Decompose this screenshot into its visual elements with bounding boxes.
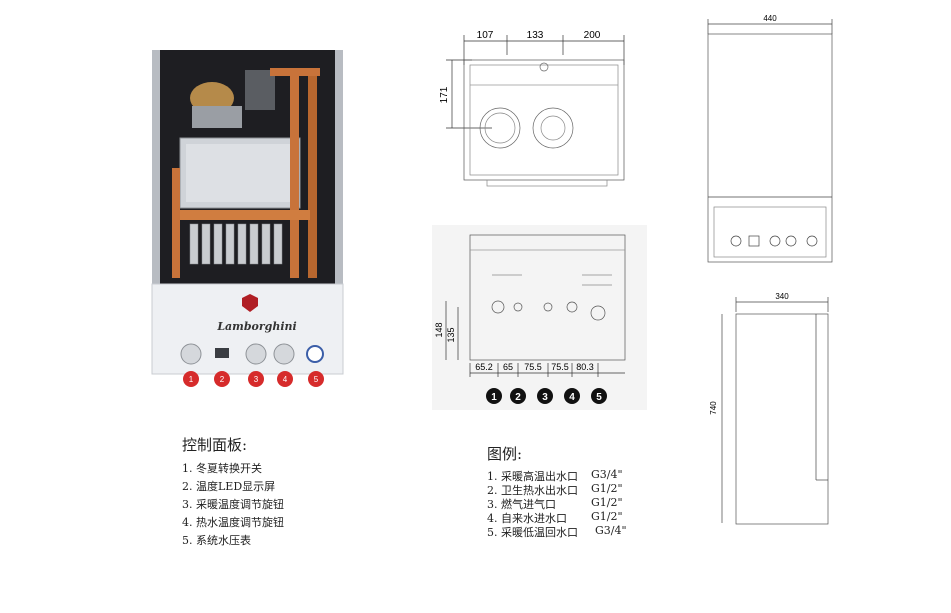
dim-spacing-1: 65.2 [475,362,493,372]
callout-5-label: 5 [314,375,319,384]
pressure-gauge [306,345,324,363]
burner-bars [189,223,283,265]
callout-3-label: 3 [254,375,259,384]
callout-2 [214,371,230,387]
connection-2-label: 2 [515,392,521,403]
legend-item-4-label: 4. 自来水进水口 [487,512,567,525]
control-item-2: 2. 温度LED显示屏 [182,480,276,493]
brand-wordmark: Lamborghini [217,320,297,333]
knob-4 [273,343,295,365]
connection-4-label: 4 [569,392,575,403]
callout-markers: 1 2 3 4 5 [183,371,324,387]
legend-item-2-code: G1/2" [591,482,623,495]
side-outline-drawing: 340 740 [709,292,829,525]
legend-item-4-code: G1/2" [591,510,623,523]
callout-1-label: 1 [189,375,194,384]
knob-1 [180,343,202,365]
knob-3 [245,343,267,365]
callout-4 [277,371,293,387]
connection-markers: 1 2 3 4 5 [486,388,607,404]
dim-top-107: 107 [477,30,494,41]
legend-item-1-code: G3/4" [591,468,623,481]
dim-spacing-4: 75.5 [551,362,569,372]
dim-top-200: 200 [584,30,601,41]
control-item-4: 4. 热水温度调节旋钮 [182,516,284,529]
callout-4-label: 4 [283,375,288,384]
copper-pipe [290,68,299,278]
connection-3-label: 3 [542,392,548,403]
connection-5-label: 5 [596,392,602,403]
control-item-1: 1. 冬夏转换开关 [182,462,262,475]
callout-2-label: 2 [220,375,225,384]
callout-3 [248,371,264,387]
callout-5 [308,371,324,387]
dim-spacing-5: 80.3 [576,362,594,372]
led-display [215,348,229,358]
dim-top-133: 133 [527,30,544,41]
legend-item-3-code: G1/2" [591,496,623,509]
dim-left-148: 148 [434,322,444,337]
legend-item-5: 5. 采暖低温回水口 G3/4" [487,524,627,540]
boiler-photo: 1 2 3 4 5 [151,50,344,387]
legend-item-4: 4. 自来水进水口 G1/2" [487,510,623,526]
brand-logo [242,294,258,312]
legend-item-3: 3. 燃气进气口 G1/2" [487,496,623,512]
dim-width-440: 440 [763,14,777,23]
legend-item-5-label: 5. 采暖低温回水口 [487,526,578,539]
legend-item-1: 1. 采暖高温出水口 G3/4" [487,468,623,484]
dim-left-171: 171 [439,86,450,103]
dim-spacing-3: 75.5 [524,362,542,372]
legend-item-1-label: 1. 采暖高温出水口 [487,470,578,483]
legend-item-5-code: G3/4" [595,524,627,537]
dim-left-135: 135 [446,327,456,342]
legend-item-3-label: 3. 燃气进气口 [487,498,556,511]
legend-item-2-label: 2. 卫生热水出水口 [487,484,578,497]
dim-height-740: 740 [709,401,718,415]
connection-1-label: 1 [491,392,497,403]
callout-1 [183,371,199,387]
legend-title: 图例: [487,445,523,463]
front-outline-drawing: 440 [707,14,833,263]
dim-depth-340: 340 [775,292,789,301]
legend-item-2: 2. 卫生热水出水口 G1/2" [487,482,623,498]
control-item-5: 5. 系统水压表 [182,534,251,547]
top-view-drawing: 107 133 200 171 [439,30,625,187]
dim-spacing-2: 65 [503,362,513,372]
bottom-view-drawing: 148 135 65.2 65 75.5 75.5 80.3 1 2 3 4 5 [432,225,647,410]
control-panel-title: 控制面板: [182,436,248,454]
control-item-3: 3. 采暖温度调节旋钮 [182,498,284,511]
